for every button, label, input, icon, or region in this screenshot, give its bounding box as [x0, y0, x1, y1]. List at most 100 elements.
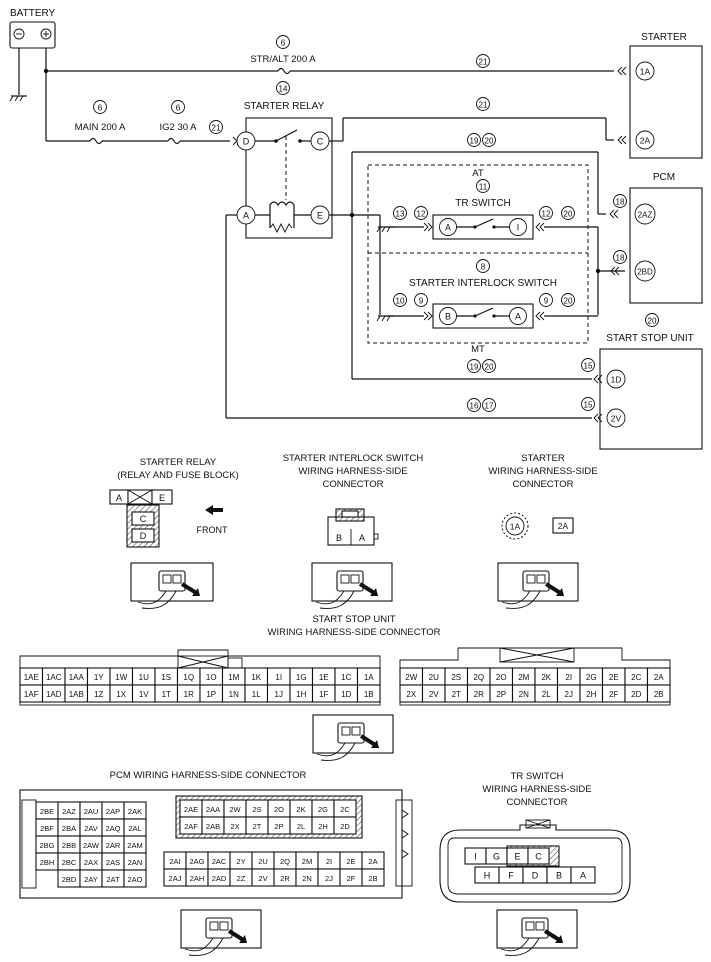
pin-label: 2N: [519, 690, 529, 699]
ref-21: 21: [479, 58, 488, 67]
pin-label: 2D: [340, 822, 350, 831]
pin-label: 1V: [139, 690, 149, 699]
sis-terminal-b: B: [445, 312, 451, 322]
starter-interlock-switch-label: STARTER INTERLOCK SWITCH: [409, 278, 557, 289]
ref-10: 10: [396, 297, 405, 306]
pin-label: 2F: [609, 690, 618, 699]
pin-label: 2AC: [212, 857, 227, 866]
ref-17: 17: [485, 402, 494, 411]
fuse-str-alt-label: STR/ALT 200 A: [250, 54, 316, 65]
starter-label: STARTER: [641, 32, 687, 43]
pin-label: 2X: [406, 690, 416, 699]
pin-label: 2BA: [62, 824, 76, 833]
pin-label: 2H: [586, 690, 596, 699]
pin-label: 2L: [542, 690, 551, 699]
pin-label: 1D: [341, 690, 351, 699]
pin-label: 2E: [609, 673, 619, 682]
front-arrow-icon: [205, 505, 223, 515]
pin-label: 1AA: [69, 673, 85, 682]
pin-label: 2B: [654, 690, 664, 699]
pin-label: 2U: [429, 673, 439, 682]
pin-label: 1W: [115, 673, 127, 682]
ssu-view-title-1: START STOP UNIT: [312, 614, 395, 625]
pin-label: 2AP: [106, 807, 120, 816]
pin-label: 2E: [346, 857, 355, 866]
pin-label: 1G: [296, 673, 307, 682]
pin-label: 2AJ: [169, 874, 182, 883]
tr-switch-label: TR SWITCH: [455, 198, 511, 209]
ref-20-tr: 20: [564, 210, 573, 219]
relay-view-a: A: [116, 493, 122, 503]
pin-label: 2N: [302, 874, 312, 883]
pin-label: 1B: [364, 690, 374, 699]
pin-label: 2AR: [106, 841, 121, 850]
ref-20-ssu-1d: 20: [485, 363, 494, 372]
pin-label: 2AV: [84, 824, 98, 833]
mt-label: MT: [471, 344, 485, 355]
relay-view-title-2: (RELAY AND FUSE BLOCK): [117, 470, 239, 481]
start-stop-unit-component: [599, 348, 703, 450]
pin-label: 2AW: [83, 841, 100, 850]
pin-label: 2W: [229, 805, 241, 814]
sis-connector-view: B A: [327, 508, 379, 546]
sis-view-title-1: STARTER INTERLOCK SWITCH: [283, 453, 424, 464]
starter-terminal-1a: 1A: [640, 67, 651, 77]
front-label: FRONT: [197, 525, 228, 535]
pin-label: 1AF: [24, 690, 39, 699]
pin-label: 2I: [326, 857, 332, 866]
ref-21-relay: 21: [212, 124, 221, 133]
pin-label: 2BE: [40, 807, 54, 816]
ref-16: 16: [470, 402, 479, 411]
pin-label: 1S: [161, 673, 171, 682]
relay-view-c: C: [140, 514, 147, 524]
pin-label: 1O: [206, 673, 217, 682]
starter-connector-view: 1A 2A: [501, 512, 574, 540]
tr-view-title-2: WIRING HARNESS-SIDE: [482, 784, 591, 795]
ref-18-2az: 18: [616, 198, 625, 207]
sis-view-b: B: [336, 533, 342, 543]
pin-label: A: [580, 870, 586, 880]
pin-label: 2Q: [280, 857, 290, 866]
pin-cell: [570, 866, 596, 884]
pin-label: 1R: [184, 690, 194, 699]
pin-label: 2W: [405, 673, 417, 682]
pin-label: G: [493, 851, 500, 861]
at-mt-group: [367, 164, 589, 344]
ref-15-2v: 15: [584, 401, 593, 410]
pin-label: 2I: [565, 673, 572, 682]
pin-label: 2AZ: [62, 807, 76, 816]
pin-label: 2A: [654, 673, 664, 682]
pin-label: 2AG: [189, 857, 204, 866]
pin-cell: [333, 816, 357, 835]
pin-label: 2AQ: [105, 824, 120, 833]
pin-label: 2AU: [84, 807, 99, 816]
pin-label: 2O: [274, 805, 284, 814]
pin-label: H: [484, 870, 491, 880]
pin-label: 2R: [474, 690, 484, 699]
pin-label: 1C: [341, 673, 351, 682]
fuse-ig2-label: IG2 30 A: [160, 122, 198, 133]
pin-label: I: [474, 851, 477, 861]
pin-label: 2O: [496, 673, 507, 682]
pin-cell: [123, 869, 147, 888]
pin-label: C: [535, 851, 542, 861]
starter-view-title-1: STARTER: [521, 453, 565, 464]
pin-label: 1J: [275, 690, 283, 699]
pin-label: 2J: [565, 690, 573, 699]
pin-label: 2S: [451, 673, 461, 682]
pin-label: 2AM: [127, 841, 142, 850]
pin-label: F: [508, 870, 514, 880]
pin-label: 2T: [452, 690, 461, 699]
at-label: AT: [472, 168, 484, 179]
ref-13: 13: [396, 210, 405, 219]
pin-label: 2BG: [39, 841, 54, 850]
pin-label: 1AD: [46, 690, 62, 699]
relay-view-title-1: STARTER RELAY: [140, 457, 217, 468]
ref-20-ssu: 20: [648, 317, 657, 326]
pin-label: 2T: [253, 822, 262, 831]
relay-terminal-a: A: [243, 211, 249, 221]
pin-label: 2H: [318, 822, 328, 831]
pin-label: 2BB: [62, 841, 76, 850]
